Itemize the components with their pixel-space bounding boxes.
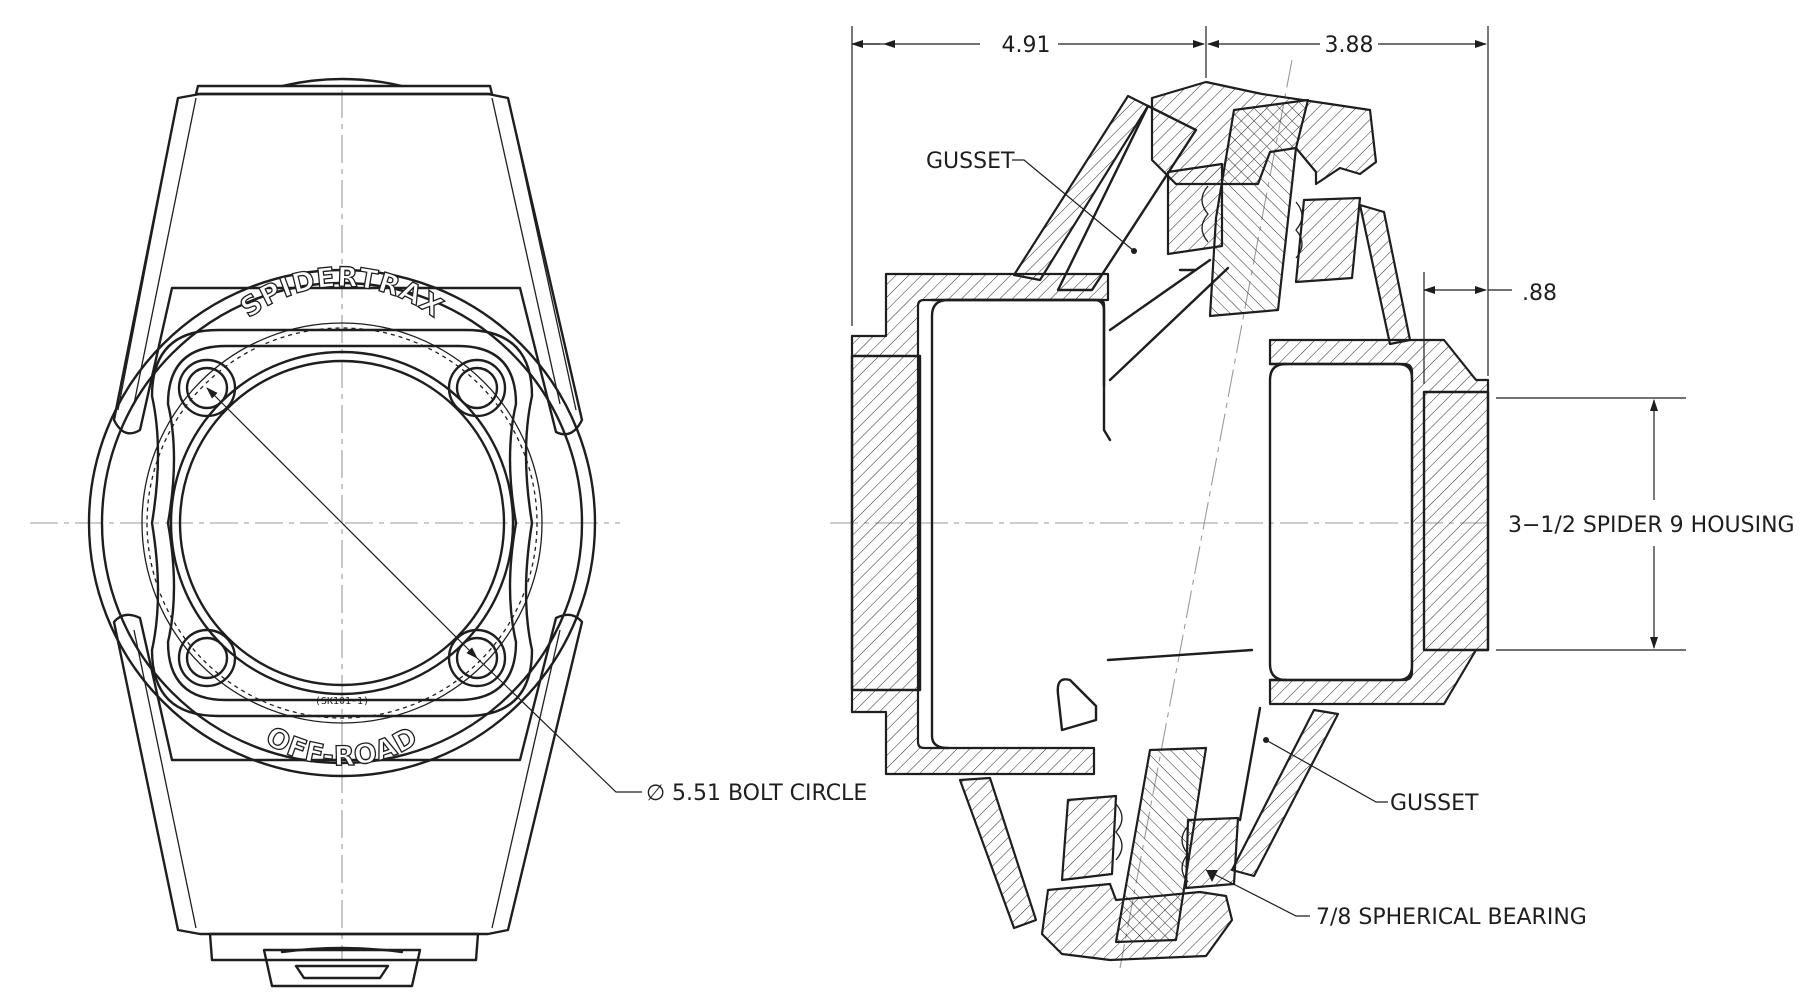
top-mount-bracket <box>112 77 584 436</box>
left-tube-bore <box>946 298 1112 442</box>
gusset-top-leader <box>1012 159 1135 252</box>
lower-gusset <box>958 648 1340 930</box>
dim-offset: .88 <box>1522 281 1557 306</box>
bearing-label: 7/8 SPHERICAL BEARING <box>1316 905 1587 930</box>
front-view: SPIDERTRAX OFF-ROAD (SK101-1) ∅ 5.51 BOL… <box>30 77 867 988</box>
housing-label: 3−1/2 SPIDER 9 HOUSING <box>1508 513 1795 538</box>
dim-width-left: 4.91 <box>1002 33 1051 58</box>
bolt-circle-label: 5.51 BOLT CIRCLE <box>672 781 867 806</box>
bolt-circle-leader <box>476 657 642 793</box>
upper-spherical-bearing <box>1150 80 1378 318</box>
left-housing-tube <box>850 272 1110 776</box>
right-housing-tube <box>1268 338 1490 706</box>
section-view: 4.91 3.88 .88 3−1/2 SPIDER 9 HOUSING GUS… <box>830 26 1795 969</box>
gusset-bottom-leader <box>1265 739 1388 803</box>
housing-outer-ring <box>87 268 597 778</box>
brand-top-text: SPIDERTRAX <box>235 262 449 324</box>
bolt-flange <box>150 328 534 718</box>
lower-spherical-bearing <box>1040 746 1240 962</box>
bolt-circle-symbol: ∅ <box>646 781 665 806</box>
gusset-bottom-label: GUSSET <box>1390 791 1479 816</box>
bearing-leader-arrow <box>1206 870 1218 882</box>
dim-width-right: 3.88 <box>1325 33 1374 58</box>
part-number-label: (SK101-1) <box>315 696 369 707</box>
bearing-leader <box>1205 869 1310 917</box>
bottom-mount-bracket <box>112 613 584 988</box>
axle-bore <box>169 350 515 696</box>
bolt-circle-diameter-line <box>206 387 478 659</box>
gusset-top-label: GUSSET <box>926 149 1015 174</box>
